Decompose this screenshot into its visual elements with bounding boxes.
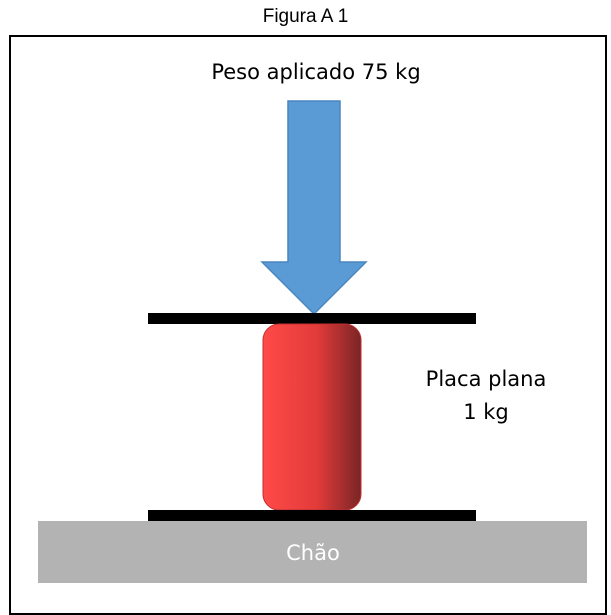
weight-label: Peso aplicado 75 kg (211, 60, 420, 84)
bottom-plate (148, 510, 476, 521)
plate-label-line2: 1 kg (463, 400, 509, 424)
floor-label: Chão (286, 541, 340, 565)
top-plate (148, 313, 476, 324)
plate-label-line1: Placa plana (426, 367, 547, 391)
figure-title: Figura A 1 (262, 6, 349, 27)
compressed-block (262, 323, 362, 511)
diagram-canvas: Peso aplicado 75 kg Placa plana 1 kg Chã… (38, 60, 587, 583)
floor (38, 521, 587, 583)
applied-force-arrow (260, 100, 368, 316)
